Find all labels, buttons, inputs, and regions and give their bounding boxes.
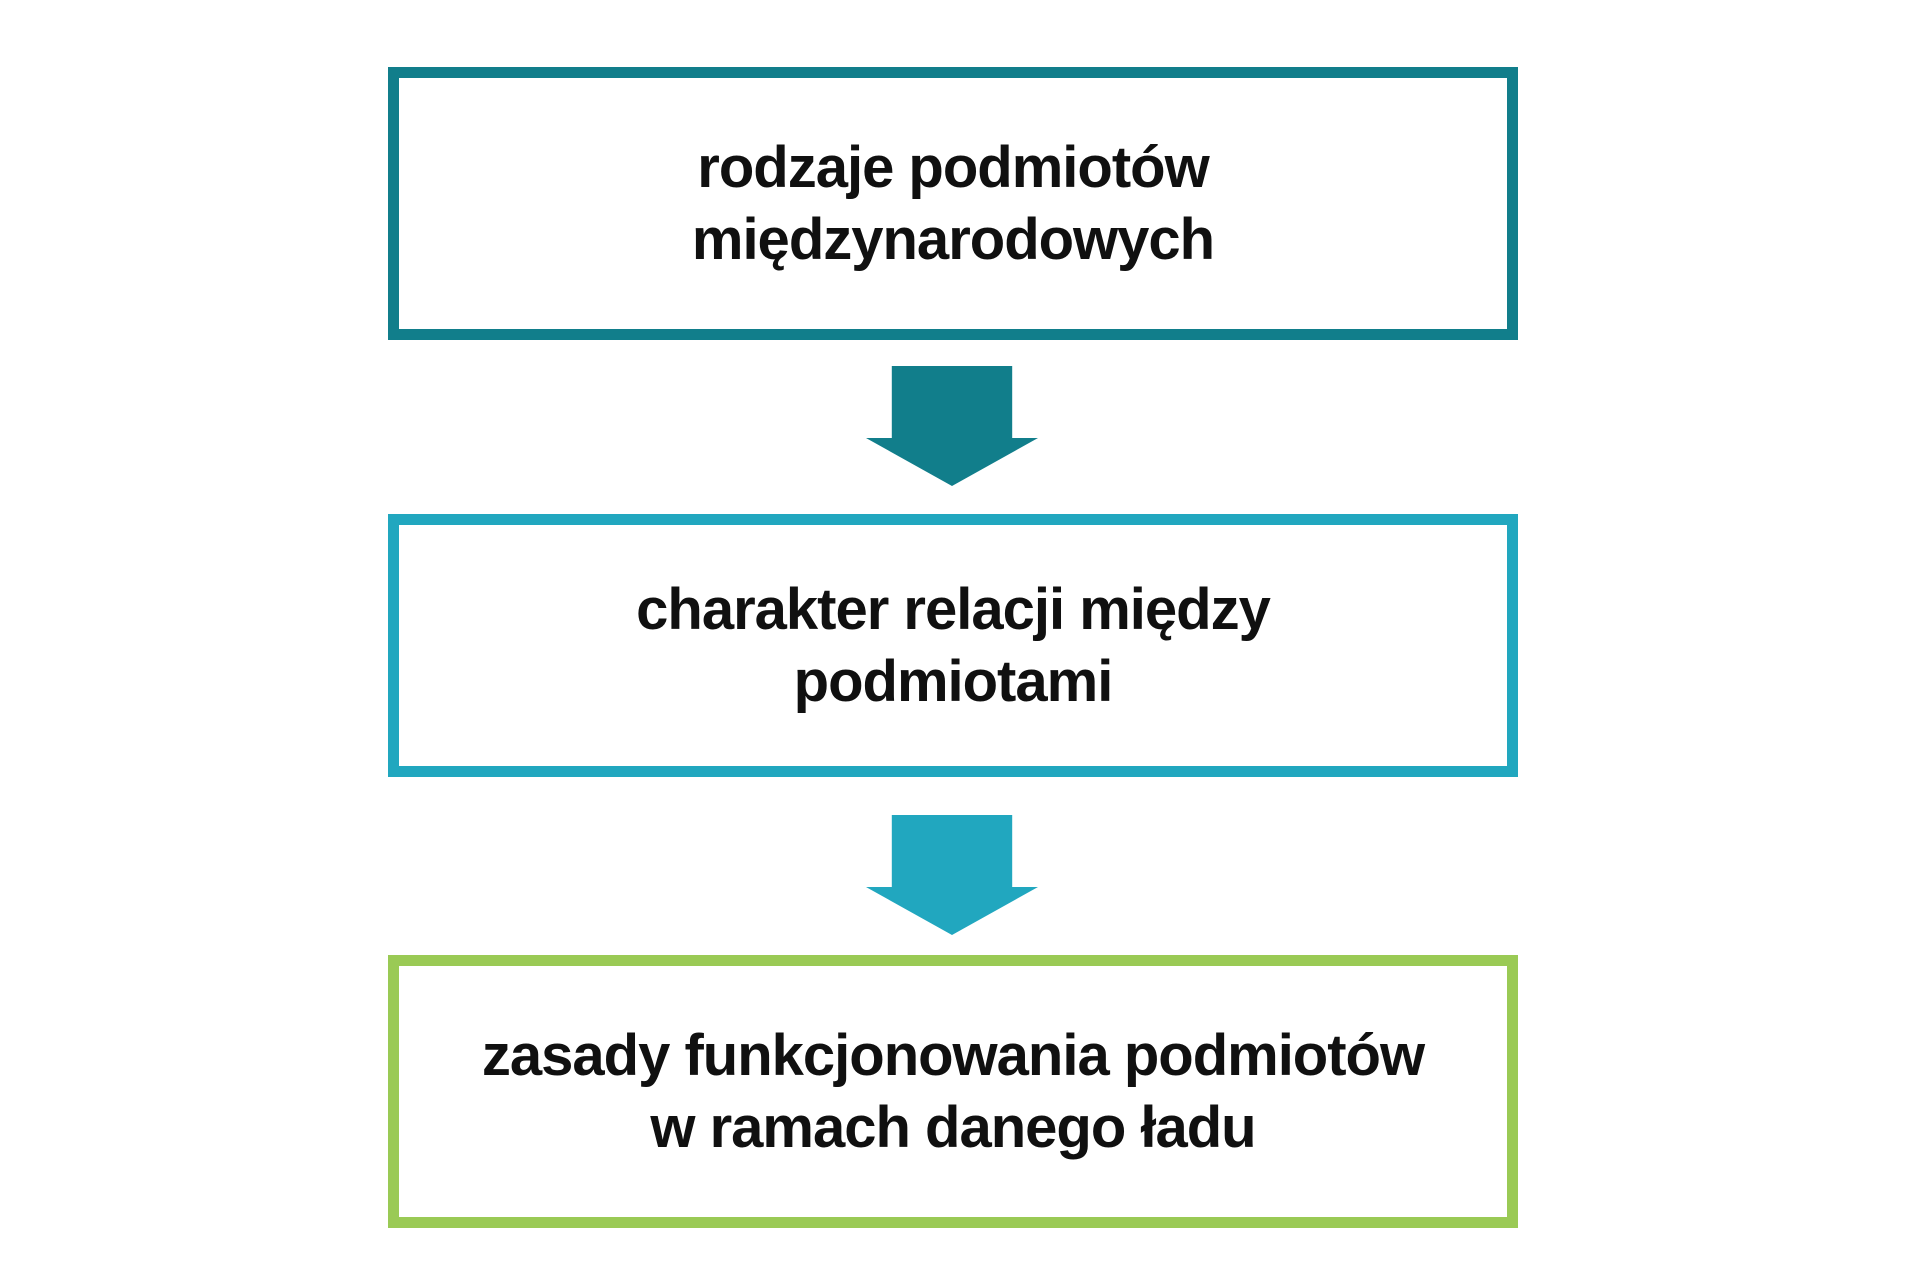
flow-step-3-line-2: w ramach danego ładu (650, 1094, 1256, 1160)
arrow-down-icon (866, 366, 1038, 486)
arrow-down-icon (866, 815, 1038, 935)
flow-step-2-line-2: podmiotami (793, 648, 1114, 714)
flow-step-box-1: rodzaje podmiotów międzynarodowych (388, 67, 1518, 340)
flow-step-3-label: zasady funkcjonowania podmiotów w ramach… (481, 1020, 1425, 1164)
flow-step-box-3: zasady funkcjonowania podmiotów w ramach… (388, 955, 1518, 1228)
flow-step-1-line-2: międzynarodowych (691, 206, 1215, 272)
flow-step-1-line-1: rodzaje podmiotów (697, 134, 1209, 200)
flow-step-1-label: rodzaje podmiotów międzynarodowych (691, 132, 1215, 276)
flow-step-2-line-1: charakter relacji między (636, 576, 1271, 642)
flow-step-3-line-1: zasady funkcjonowania podmiotów (481, 1022, 1425, 1088)
flow-step-2-label: charakter relacji między podmiotami (636, 574, 1271, 718)
flow-step-box-2: charakter relacji między podmiotami (388, 514, 1518, 777)
